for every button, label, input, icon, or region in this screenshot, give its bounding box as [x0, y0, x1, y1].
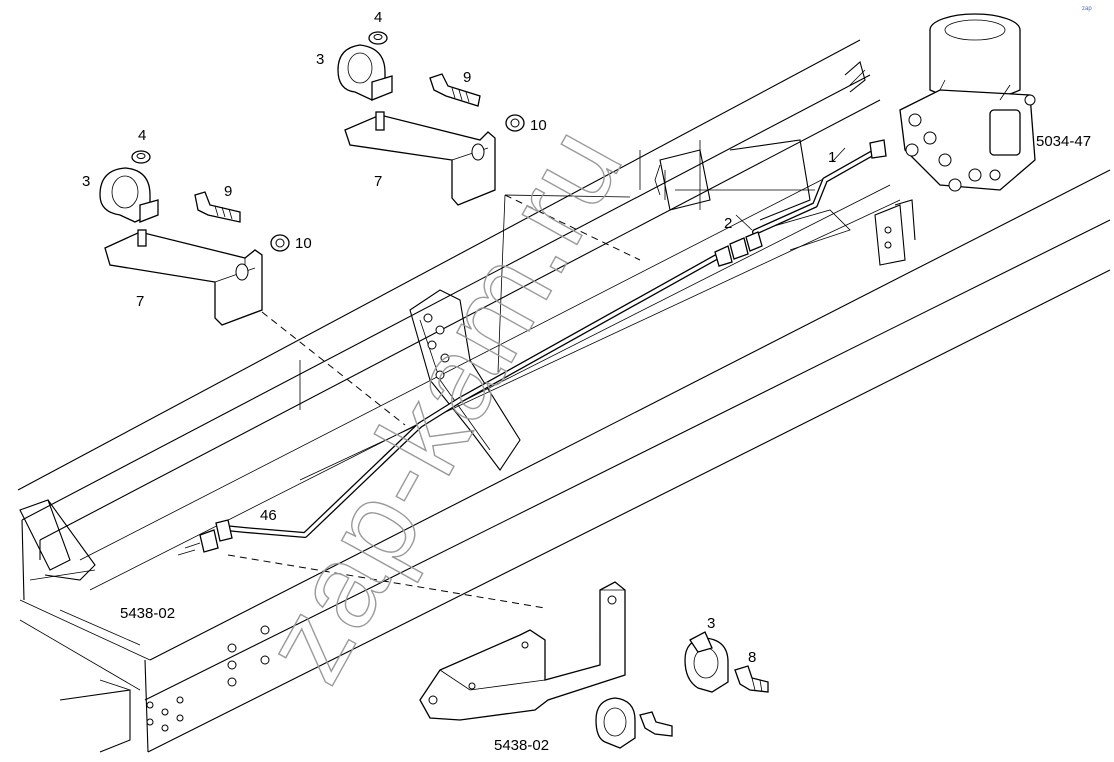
- clamp-set-left: [99, 150, 290, 252]
- label-46: 46: [260, 507, 277, 524]
- label-10-upper: 10: [530, 117, 547, 134]
- label-8: 8: [748, 649, 756, 666]
- label-4-upper: 4: [374, 9, 382, 26]
- label-4-left: 4: [138, 127, 146, 144]
- logo-text: zap: [1082, 6, 1092, 12]
- label-3-left: 3: [82, 173, 90, 190]
- air-dryer-assembly: [899, 13, 1036, 192]
- bracket-7-upper: [344, 111, 496, 206]
- ref-label-5438-02-bottom: 5438-02: [494, 737, 549, 754]
- brake-pipe-1: [752, 139, 887, 235]
- label-3-bottom: 3: [707, 615, 715, 632]
- clamp-set-upper: [337, 31, 525, 132]
- cross-member: [409, 289, 521, 471]
- ref-label-5034-47: 5034-47: [1036, 133, 1091, 150]
- label-7-upper: 7: [374, 173, 382, 190]
- logo-mark: zap: [1082, 6, 1092, 12]
- rear-brackets: [654, 61, 916, 266]
- leader-lines: [227, 147, 846, 609]
- bracket-7-left: [104, 229, 263, 326]
- label-7-left: 7: [136, 293, 144, 310]
- chassis-frame: [17, 39, 1111, 753]
- bracket-5438-02-bottom: [419, 581, 626, 721]
- label-3-upper: 3: [316, 51, 324, 68]
- label-9-upper: 9: [463, 69, 471, 86]
- clamp-set-bottom: [595, 631, 769, 749]
- label-9-left: 9: [224, 183, 232, 200]
- ref-label-5438-02-left: 5438-02: [120, 605, 175, 622]
- pipe-connector-2: [714, 231, 763, 267]
- label-2: 2: [724, 215, 732, 232]
- brake-pipe-46: [177, 252, 723, 556]
- part-labels: 1 2 3 3 3 4 4 7 7 8 9 9 10 10 46 5034-47…: [82, 9, 1091, 754]
- label-1: 1: [828, 149, 836, 166]
- label-10-left: 10: [295, 235, 312, 252]
